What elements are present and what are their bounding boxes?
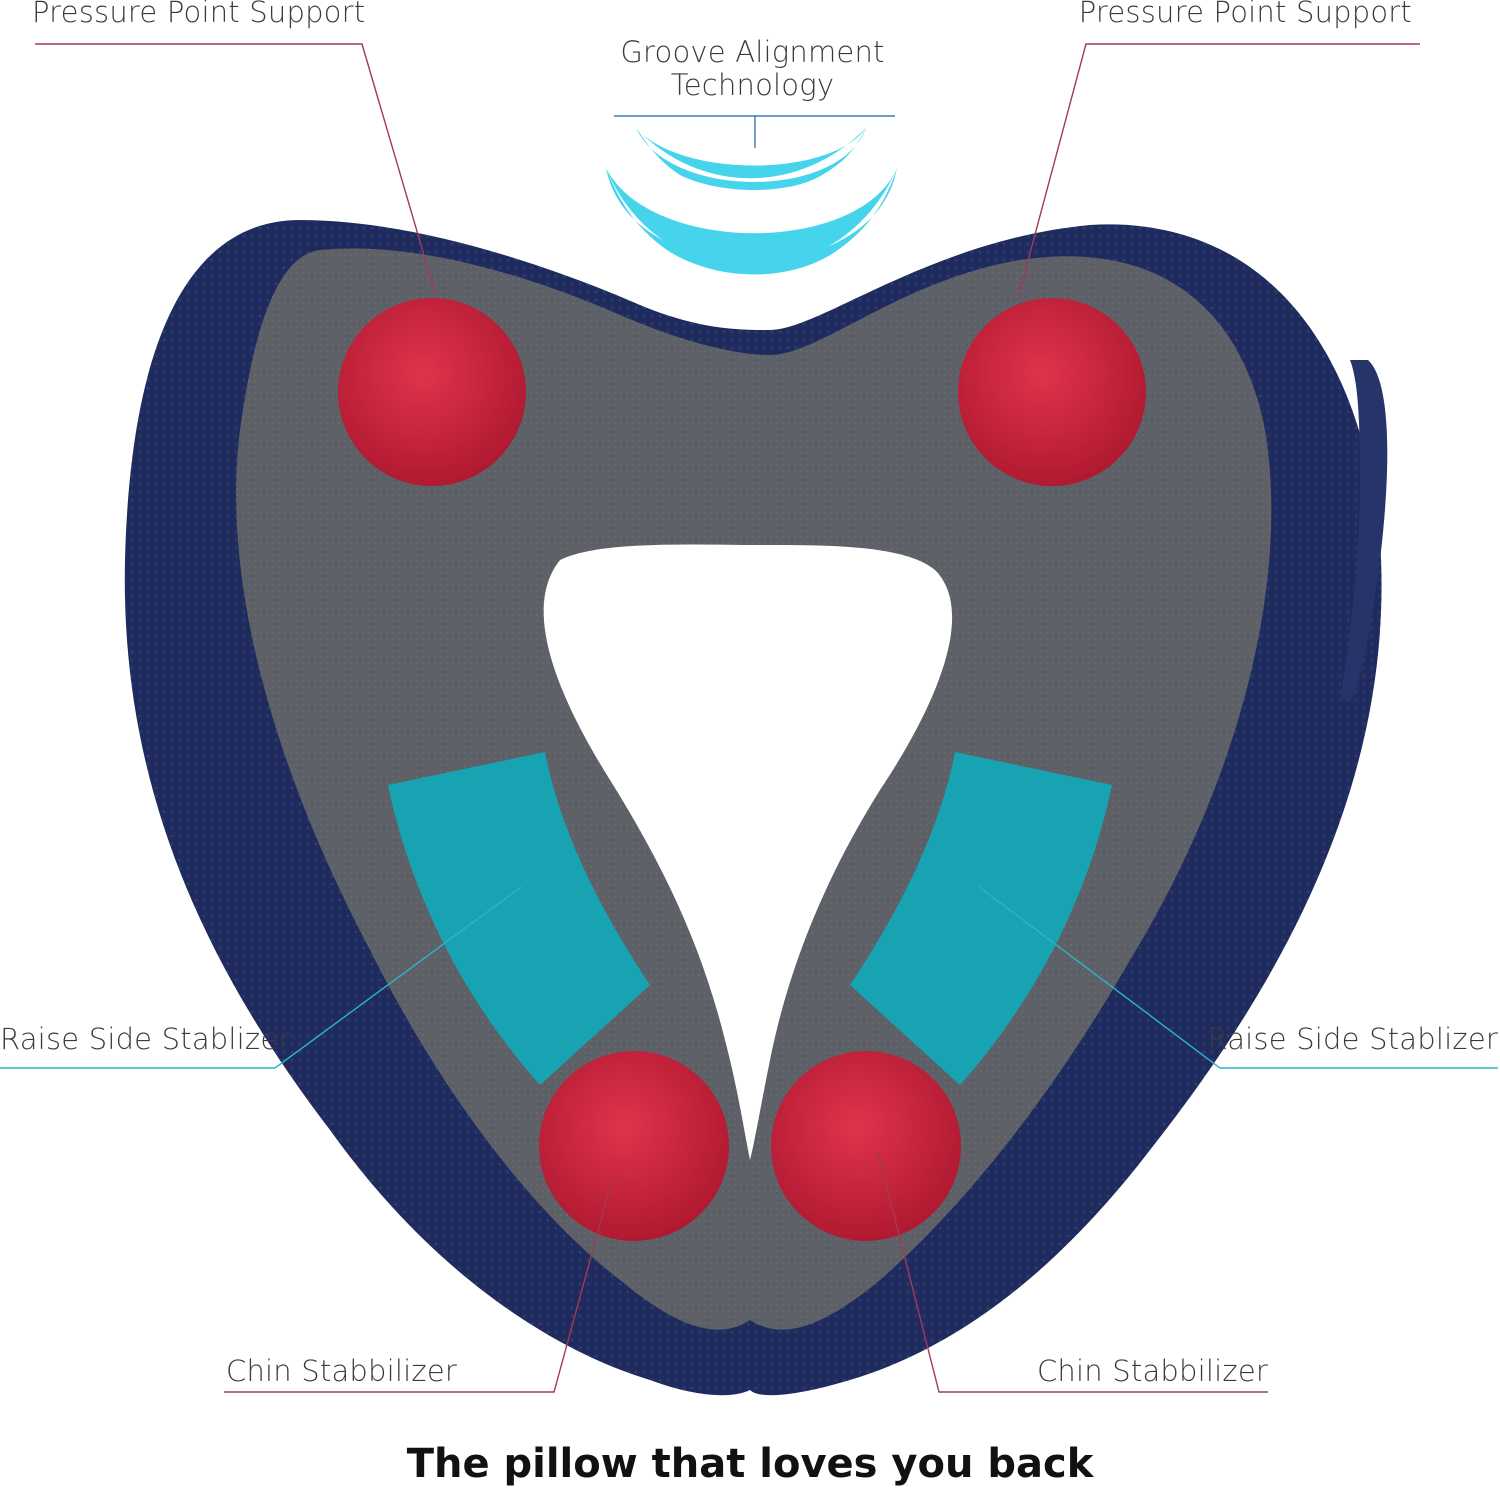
pressure-point-top-left	[338, 298, 526, 486]
pillow-side-tab	[1340, 360, 1388, 700]
leader-chin-left	[224, 1179, 613, 1393]
chin-point-left	[539, 1051, 729, 1241]
label-raise-side-left: Raise Side Stablizer	[0, 1022, 291, 1056]
leader-chin-right	[877, 1151, 1268, 1393]
label-groove-alignment: Groove Alignment Technology	[620, 35, 885, 103]
pillow-center-hole	[543, 544, 953, 1160]
label-pressure-point-right: Pressure Point Support	[1078, 0, 1412, 29]
leader-raise-right	[978, 886, 1498, 1069]
leader-pp-left	[35, 43, 437, 297]
caption: The pillow that loves you back	[406, 1441, 1094, 1487]
label-chin-right: Chin Stabbilizer	[1036, 1354, 1268, 1388]
pressure-point-top-right	[958, 298, 1146, 486]
leader-pp-right	[1017, 43, 1420, 299]
stabilizer-left	[388, 752, 650, 1085]
leader-raise-left	[0, 886, 522, 1069]
chin-point-right	[771, 1051, 961, 1241]
leader-groove	[614, 115, 895, 148]
label-chin-left: Chin Stabbilizer	[226, 1354, 458, 1388]
stabilizer-right	[850, 752, 1112, 1085]
label-pressure-point-left: Pressure Point Support	[32, 0, 366, 29]
label-raise-side-right: Raise Side Stablizer	[1207, 1022, 1498, 1056]
curved-arcs-icon	[606, 128, 897, 275]
